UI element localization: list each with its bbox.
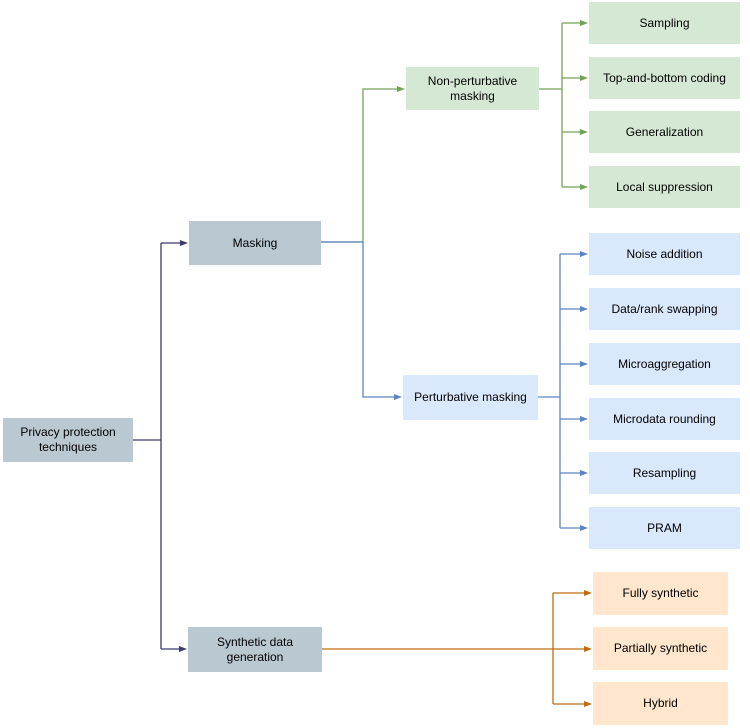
node-fully-synthetic: Fully synthetic (593, 572, 728, 615)
node-privacy-protection-techniques: Privacy protection techniques (3, 418, 133, 462)
connector-masking-to-nonperturbative (321, 86, 405, 243)
node-local-suppression: Local suppression (589, 166, 740, 208)
node-resampling: Resampling (589, 452, 740, 494)
node-noise-addition: Noise addition (589, 233, 740, 275)
connector-masking-to-perturbative (321, 241, 402, 400)
node-hybrid: Hybrid (593, 682, 728, 725)
node-microdata-rounding: Microdata rounding (589, 398, 740, 440)
node-synthetic-data-generation: Synthetic data generation (188, 627, 322, 672)
node-sampling: Sampling (589, 2, 740, 44)
node-microaggregation: Microaggregation (589, 343, 740, 385)
node-data-rank-swapping: Data/rank swapping (589, 288, 740, 330)
node-perturbative-masking: Perturbative masking (403, 375, 538, 420)
node-non-perturbative-masking: Non-perturbative masking (406, 67, 539, 110)
node-generalization: Generalization (589, 111, 740, 153)
node-partially-synthetic: Partially synthetic (593, 627, 728, 670)
node-masking: Masking (189, 221, 321, 265)
node-pram: PRAM (589, 507, 740, 549)
node-top-and-bottom-coding: Top-and-bottom coding (589, 57, 740, 99)
